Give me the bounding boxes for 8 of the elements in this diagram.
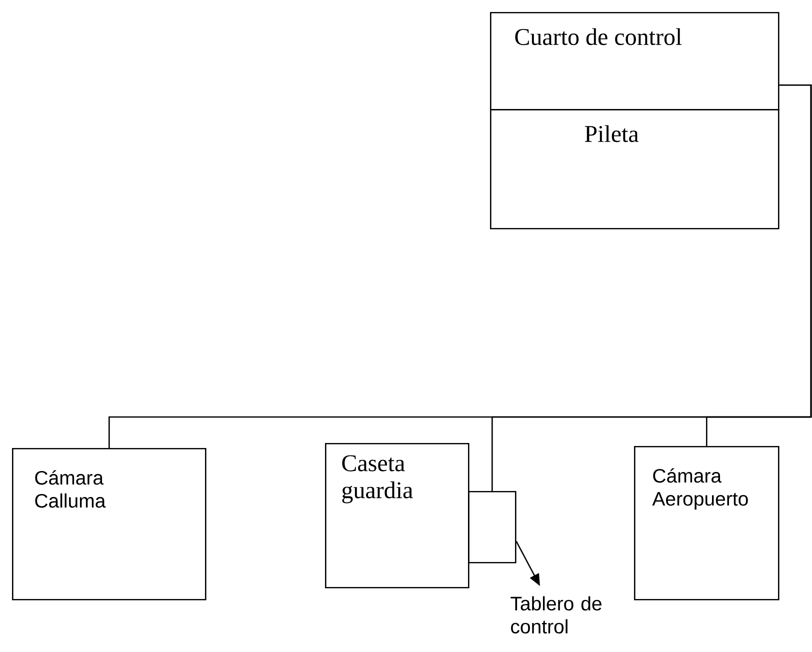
room-box: Caseta guardia [325,443,470,588]
section-box: Cuarto de control [490,12,780,110]
panel-box [468,491,516,564]
connector-line [706,84,812,446]
callout-text: Tablero de control [510,596,602,634]
room-box: Cámara Aeropuerto [634,446,780,600]
room-box: Cámara Calluma [12,448,206,600]
section-box: Pileta [490,109,780,230]
